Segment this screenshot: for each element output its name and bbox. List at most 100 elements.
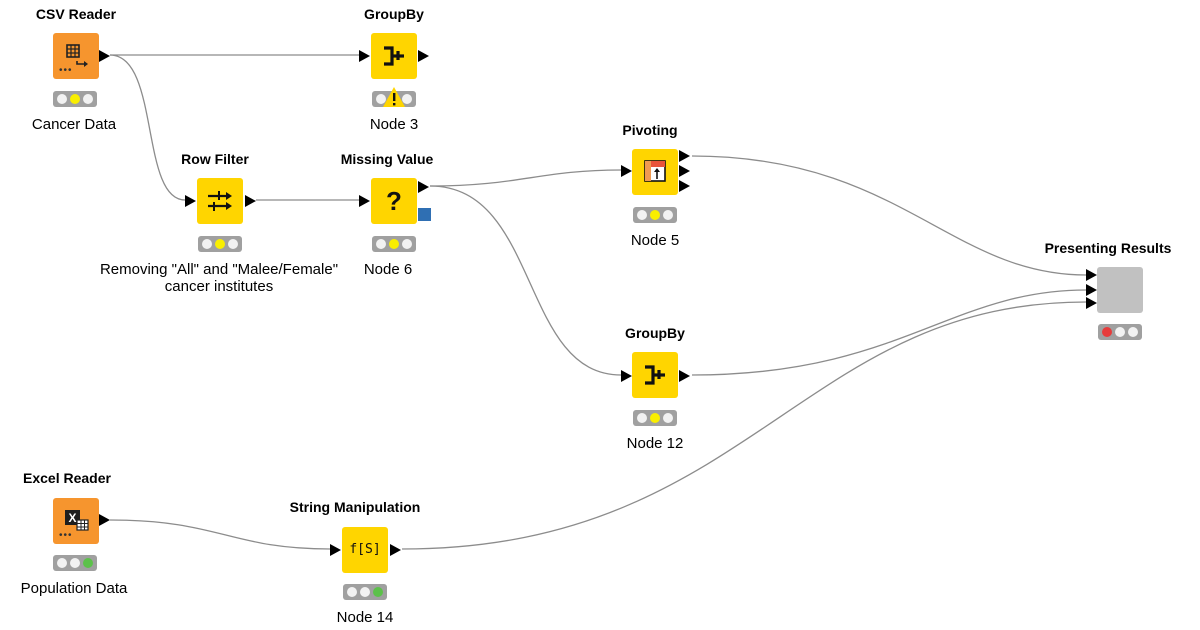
connection-csv-to-rowfilter[interactable] [109, 54, 186, 201]
node-menu-dots-icon[interactable]: ••• [59, 65, 73, 76]
status-light-red [57, 94, 68, 104]
node-label-row-filter-line1: Removing "All" and "Malee/Female" [99, 261, 339, 278]
svg-text:X: X [68, 511, 76, 525]
output-port-groupby-3[interactable] [418, 50, 429, 62]
status-light-green [662, 413, 673, 423]
output-port-groupby-12[interactable] [679, 370, 690, 382]
status-light-green [662, 210, 673, 220]
node-row-filter[interactable] [197, 178, 243, 224]
status-light-green [82, 558, 93, 568]
status-light-green [227, 239, 238, 249]
status-light-yellow [649, 413, 660, 423]
input-port-presenting-1[interactable] [1086, 269, 1097, 281]
output-port-row-filter[interactable] [245, 195, 256, 207]
status-light-green [401, 94, 412, 104]
node-title-string-manipulation[interactable]: String Manipulation [289, 499, 421, 515]
node-label-row-filter-line2: cancer institutes [164, 278, 274, 295]
node-label-pivoting[interactable]: Node 5 [630, 232, 680, 249]
input-port-pivoting[interactable] [621, 165, 632, 177]
node-label-csv-reader[interactable]: Cancer Data [31, 116, 117, 133]
status-light-yellow [69, 558, 80, 568]
connection-missingvalue-to-pivoting[interactable] [429, 169, 622, 187]
input-port-missing-value[interactable] [359, 195, 370, 207]
output-port-string-manipulation[interactable] [390, 544, 401, 556]
status-light-green [401, 239, 412, 249]
node-title-presenting-results[interactable]: Presenting Results [1044, 240, 1172, 256]
input-port-groupby-3[interactable] [359, 50, 370, 62]
status-traffic-light-pivoting [633, 207, 677, 223]
node-label-row-filter[interactable]: Removing "All" and "Malee/Female" cancer… [100, 261, 338, 295]
groupby-icon [384, 46, 404, 66]
node-label-string-manipulation[interactable]: Node 14 [336, 609, 394, 626]
output-port-missing-value[interactable] [418, 181, 429, 193]
node-missing-value[interactable]: ? [371, 178, 417, 224]
node-title-excel-reader[interactable]: Excel Reader [23, 470, 111, 486]
connection-pivoting-to-presenting[interactable] [691, 155, 1087, 276]
groupby-icon [645, 365, 665, 385]
status-traffic-light-missing-value [372, 236, 416, 252]
node-label-groupby-12[interactable]: Node 12 [626, 435, 684, 452]
row-filter-icon [208, 191, 232, 211]
status-light-yellow [359, 587, 370, 597]
status-traffic-light-excel-reader [53, 555, 97, 571]
node-title-groupby-12[interactable]: GroupBy [625, 325, 685, 341]
missing-value-icon: ? [386, 186, 402, 216]
node-excel-reader[interactable]: X ••• [53, 498, 99, 544]
input-port-groupby-12[interactable] [621, 370, 632, 382]
node-presenting-results[interactable] [1097, 267, 1143, 313]
node-pivoting[interactable] [632, 149, 678, 195]
status-light-green [1127, 327, 1138, 337]
node-title-row-filter[interactable]: Row Filter [181, 151, 249, 167]
status-light-red [376, 239, 387, 249]
node-title-missing-value[interactable]: Missing Value [340, 151, 434, 167]
status-light-red [1102, 327, 1113, 337]
string-manipulation-icon: f[S] [349, 542, 381, 557]
status-light-yellow [388, 239, 399, 249]
node-label-missing-value[interactable]: Node 6 [363, 261, 413, 278]
csv-reader-icon [66, 44, 88, 67]
status-traffic-light-csv-reader [53, 91, 97, 107]
status-light-yellow [649, 210, 660, 220]
input-port-row-filter[interactable] [185, 195, 196, 207]
output-port-pivoting-3[interactable] [679, 180, 690, 192]
node-label-excel-reader[interactable]: Population Data [20, 580, 128, 597]
status-light-red [202, 239, 213, 249]
node-string-manipulation[interactable]: f[S] [342, 527, 388, 573]
node-csv-reader[interactable]: ••• [53, 33, 99, 79]
output-port-excel-reader[interactable] [99, 514, 110, 526]
status-traffic-light-groupby-12 [633, 410, 677, 426]
node-menu-dots-icon[interactable]: ••• [59, 530, 73, 541]
status-traffic-light-row-filter [198, 236, 242, 252]
node-groupby-3[interactable] [371, 33, 417, 79]
status-light-red [57, 558, 68, 568]
status-light-yellow [69, 94, 80, 104]
output-port-pivoting-1[interactable] [679, 150, 690, 162]
flow-variable-port-missing-value[interactable] [418, 208, 431, 221]
status-light-red [637, 413, 648, 423]
pivoting-icon [644, 160, 666, 182]
excel-reader-icon: X [65, 510, 89, 531]
connection-missingvalue-to-groupby12[interactable] [429, 185, 622, 376]
connection-stringmanip-to-presenting[interactable] [401, 301, 1087, 550]
status-light-green [372, 587, 383, 597]
input-port-presenting-3[interactable] [1086, 297, 1097, 309]
status-light-yellow [1114, 327, 1125, 337]
warning-icon[interactable] [382, 86, 406, 108]
output-port-csv-reader[interactable] [99, 50, 110, 62]
status-light-red [376, 94, 387, 104]
node-title-groupby-3[interactable]: GroupBy [364, 6, 424, 22]
connection-excel-to-stringmanip[interactable] [109, 519, 331, 550]
input-port-string-manipulation[interactable] [330, 544, 341, 556]
input-port-presenting-2[interactable] [1086, 284, 1097, 296]
node-title-csv-reader[interactable]: CSV Reader [35, 6, 117, 22]
status-traffic-light-presenting-results [1098, 324, 1142, 340]
node-title-pivoting[interactable]: Pivoting [622, 122, 678, 138]
status-light-green [82, 94, 93, 104]
status-traffic-light-string-manipulation [343, 584, 387, 600]
status-light-yellow [214, 239, 225, 249]
node-groupby-12[interactable] [632, 352, 678, 398]
node-label-groupby-3[interactable]: Node 3 [369, 116, 419, 133]
connection-groupby12-to-presenting[interactable] [691, 289, 1087, 376]
output-port-pivoting-2[interactable] [679, 165, 690, 177]
